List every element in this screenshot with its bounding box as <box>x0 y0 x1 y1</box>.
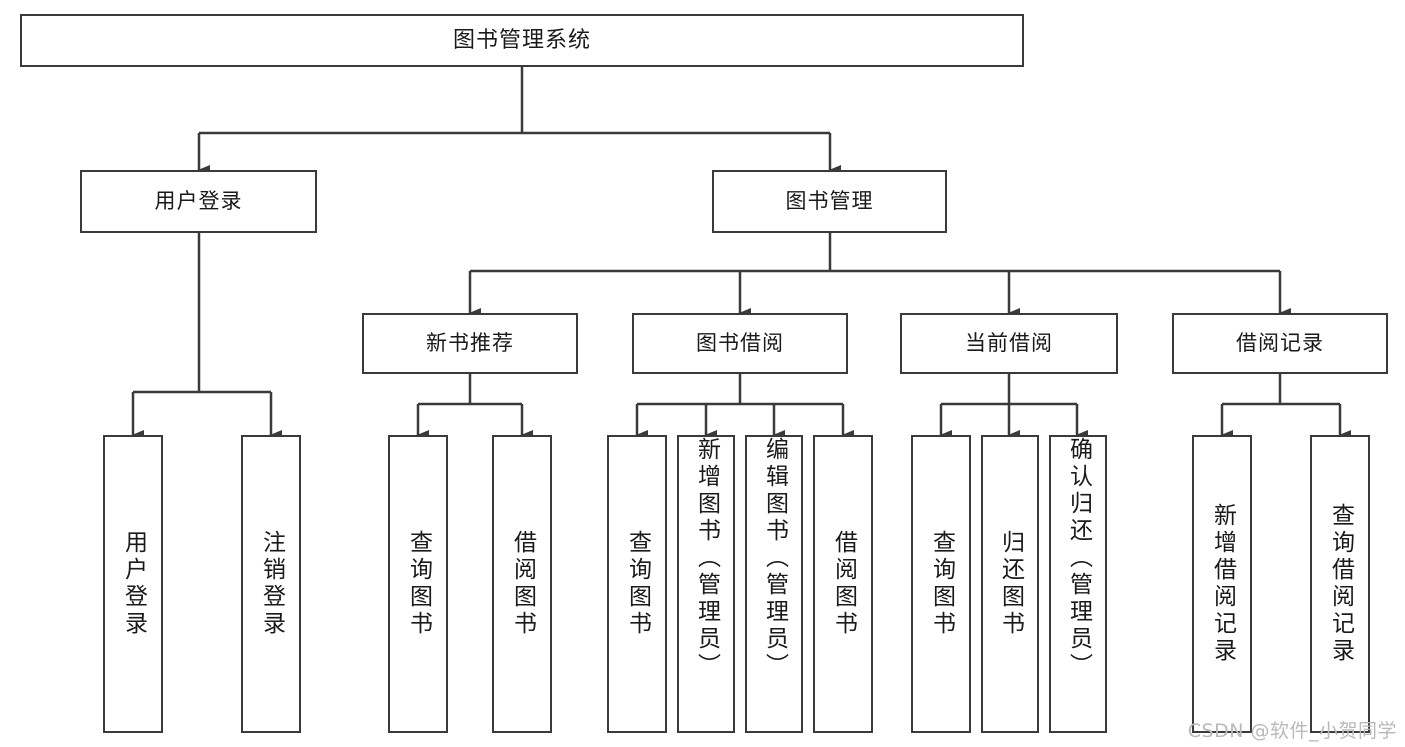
node-label: 新书推荐 <box>426 331 514 356</box>
leaf-borrow-add-book-admin[interactable]: 新增图书（管理员） <box>677 435 735 733</box>
leaf-borrow-edit-book-admin[interactable]: 编辑图书（管理员） <box>745 435 803 733</box>
leaf-user-login-logout[interactable]: 注销登录 <box>241 435 301 733</box>
leaf-new-book-query[interactable]: 查询图书 <box>388 435 448 733</box>
leaf-current-return-book[interactable]: 归还图书 <box>981 435 1039 733</box>
leaf-current-confirm-return-admin[interactable]: 确认归还（管理员） <box>1049 435 1107 733</box>
leaf-new-book-borrow[interactable]: 借阅图书 <box>492 435 552 733</box>
node-label: 归还图书 <box>997 530 1024 638</box>
node-label: 确认归还（管理员） <box>1065 437 1092 680</box>
node-label: 查询图书 <box>928 530 955 638</box>
node-label: 新增图书（管理员） <box>693 437 720 680</box>
leaf-record-query-record[interactable]: 查询借阅记录 <box>1310 435 1370 733</box>
node-label: 查询借阅记录 <box>1327 503 1354 665</box>
node-label: 当前借阅 <box>965 331 1053 356</box>
leaf-borrow-borrow-book[interactable]: 借阅图书 <box>813 435 873 733</box>
node-new-book-recommend[interactable]: 新书推荐 <box>362 313 578 374</box>
node-label: 图书借阅 <box>696 331 784 356</box>
node-current-borrow[interactable]: 当前借阅 <box>900 313 1118 374</box>
node-label: 用户登录 <box>154 189 243 214</box>
node-borrow-record[interactable]: 借阅记录 <box>1172 313 1388 374</box>
node-label: 查询图书 <box>405 530 432 638</box>
node-label: 图书管理 <box>785 189 874 214</box>
leaf-current-query-book[interactable]: 查询图书 <box>911 435 971 733</box>
leaf-record-add-record[interactable]: 新增借阅记录 <box>1192 435 1252 733</box>
node-label: 注销登录 <box>258 530 285 638</box>
node-label: 编辑图书（管理员） <box>761 437 788 680</box>
node-root-system[interactable]: 图书管理系统 <box>20 14 1024 67</box>
leaf-borrow-query-book[interactable]: 查询图书 <box>607 435 667 733</box>
node-user-login[interactable]: 用户登录 <box>80 170 317 233</box>
node-label: 借阅图书 <box>830 530 857 638</box>
node-label: 新增借阅记录 <box>1209 503 1236 665</box>
node-book-management[interactable]: 图书管理 <box>712 170 947 233</box>
node-label: 查询图书 <box>624 530 651 638</box>
node-label: 借阅图书 <box>509 530 536 638</box>
node-book-borrow[interactable]: 图书借阅 <box>632 313 848 374</box>
node-label: 借阅记录 <box>1236 331 1324 356</box>
leaf-user-login-login[interactable]: 用户登录 <box>103 435 163 733</box>
node-label: 用户登录 <box>120 530 147 638</box>
node-label: 图书管理系统 <box>452 27 591 53</box>
